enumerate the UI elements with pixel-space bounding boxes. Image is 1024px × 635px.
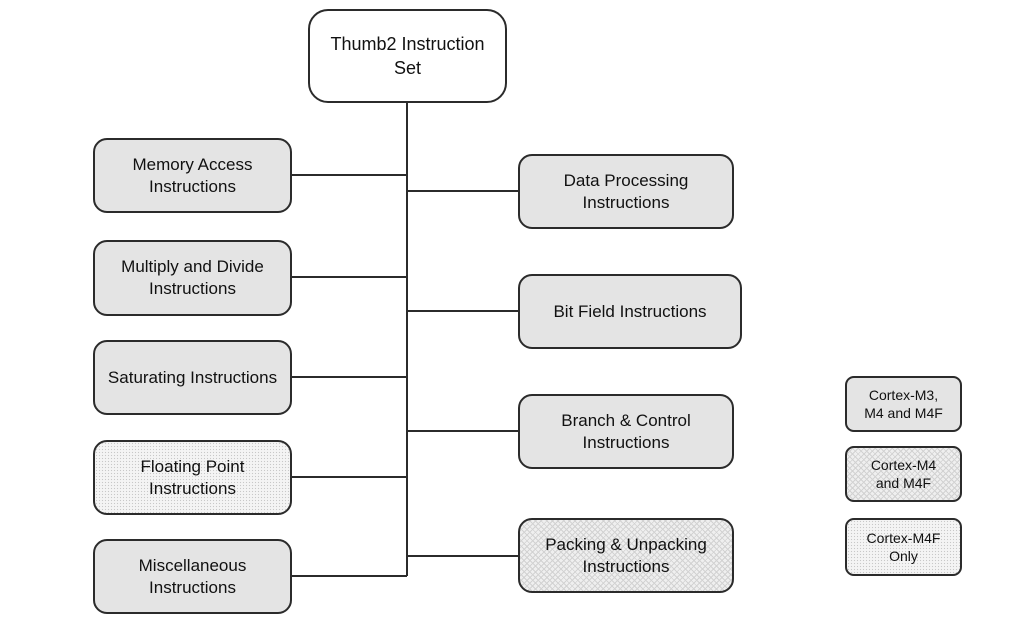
- root-node-thumb2-instruction-set: Thumb2 Instruction Set: [308, 9, 507, 103]
- node-multiply-divide: Multiply and Divide Instructions: [93, 240, 292, 316]
- legend-cortex-m4-m4f: Cortex-M4 and M4F: [845, 446, 962, 502]
- legend-cortex-m4f-only: Cortex-M4F Only: [845, 518, 962, 576]
- node-data-processing: Data Processing Instructions: [518, 154, 734, 229]
- node-branch-control: Branch & Control Instructions: [518, 394, 734, 469]
- node-bit-field: Bit Field Instructions: [518, 274, 742, 349]
- node-floating-point: Floating Point Instructions: [93, 440, 292, 515]
- legend-cortex-m3-m4-m4f: Cortex-M3, M4 and M4F: [845, 376, 962, 432]
- node-saturating: Saturating Instructions: [93, 340, 292, 415]
- node-packing-unpacking: Packing & Unpacking Instructions: [518, 518, 734, 593]
- node-memory-access: Memory Access Instructions: [93, 138, 292, 213]
- node-miscellaneous: Miscellaneous Instructions: [93, 539, 292, 614]
